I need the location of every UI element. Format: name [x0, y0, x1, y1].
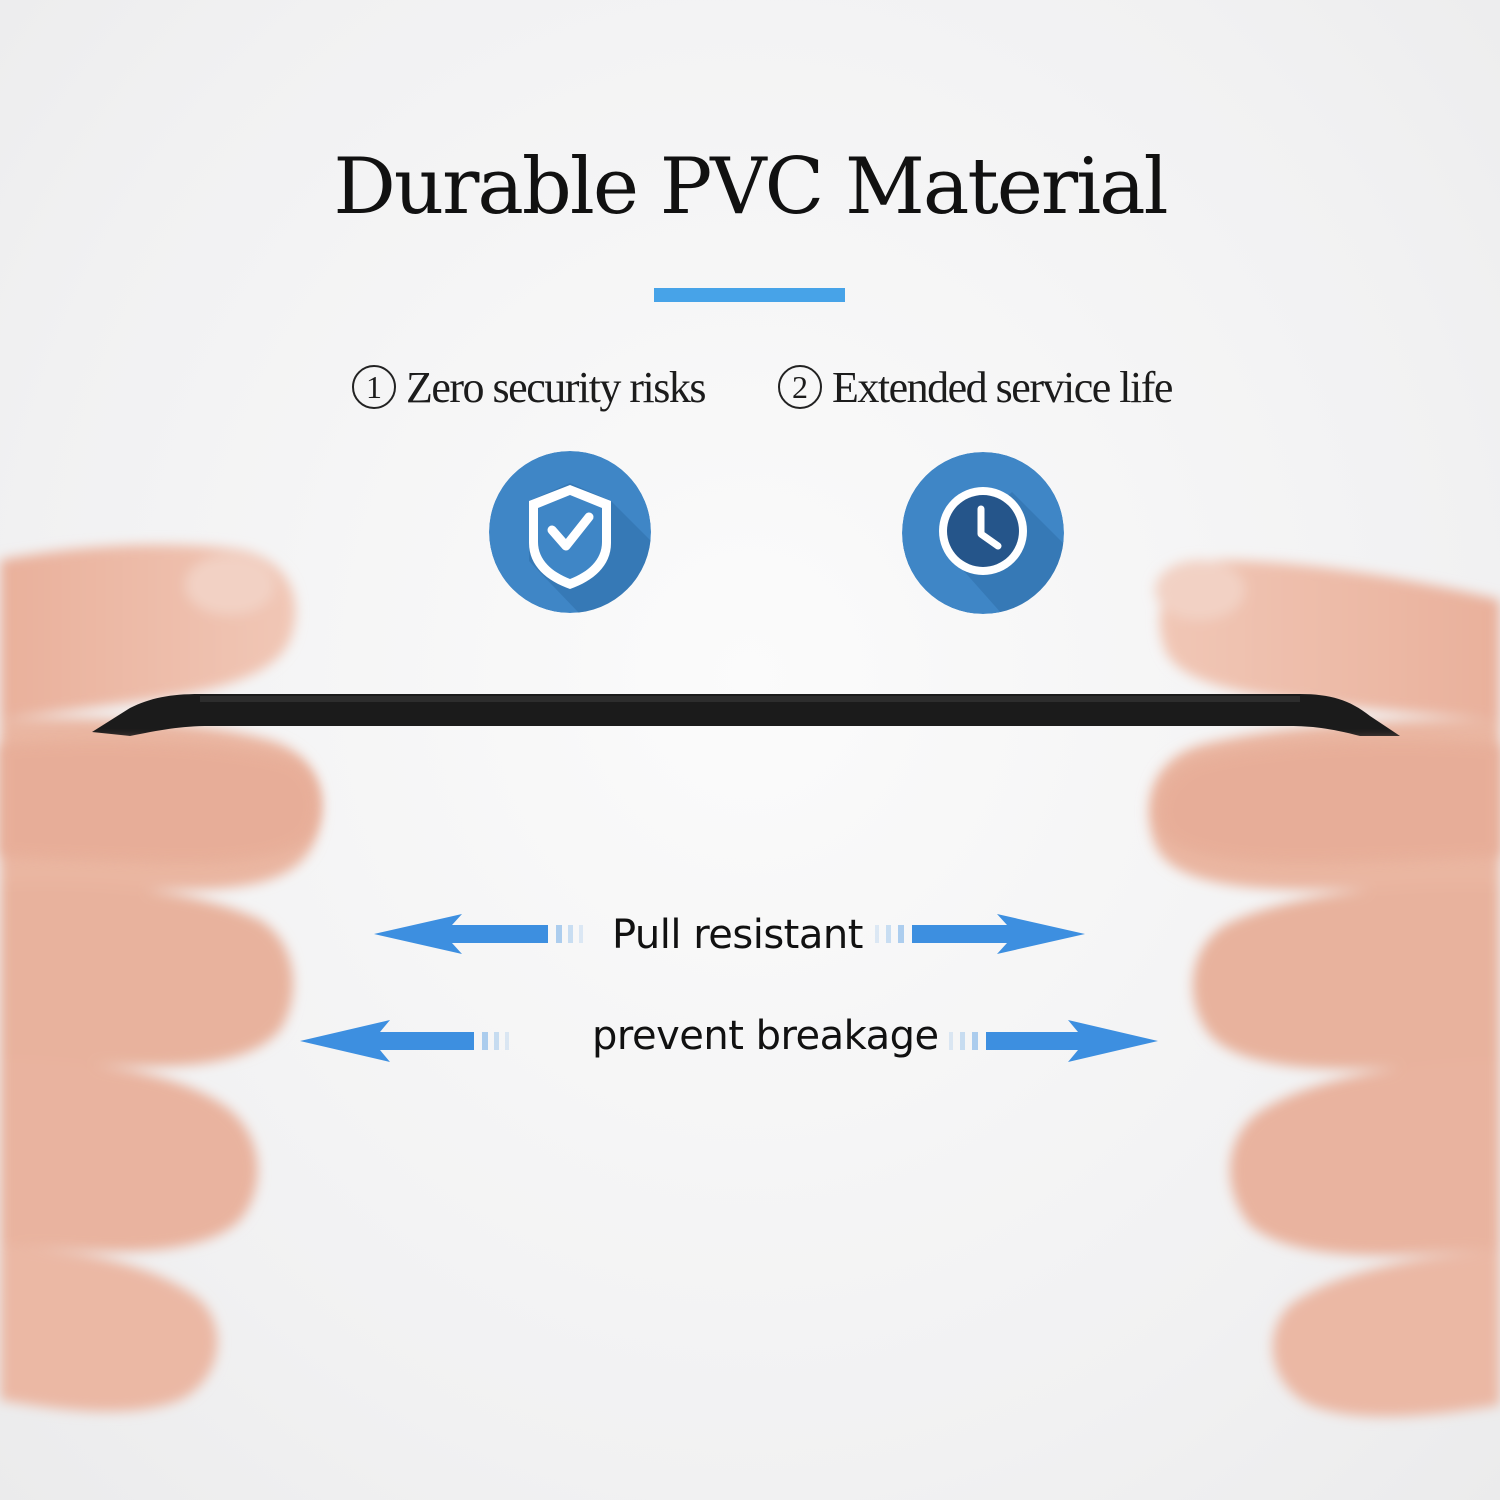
arrow-right-top: [875, 914, 1085, 954]
left-thumb: [0, 741, 319, 863]
page-title: Durable PVC Material: [333, 142, 1168, 232]
title-underline: [654, 288, 845, 302]
clock-icon: [902, 452, 1064, 614]
feature-label: Extended service life: [832, 363, 1173, 412]
feature-number: 1: [352, 365, 396, 409]
arrow-left-bottom: [300, 1020, 509, 1062]
right-hand: [1148, 560, 1500, 1417]
arrow-left-top: [374, 914, 583, 954]
caption-prevent-breakage: prevent breakage: [592, 1013, 939, 1059]
shield-check-icon: [489, 451, 651, 613]
caption-pull-resistant: Pull resistant: [612, 912, 863, 958]
right-thumb: [1158, 741, 1500, 863]
black-pvc-cable: [92, 694, 1400, 736]
left-hand: [0, 544, 322, 1412]
feature-number: 2: [778, 365, 822, 409]
feature-label: Zero security risks: [406, 363, 706, 412]
arrow-right-bottom: [949, 1020, 1158, 1062]
